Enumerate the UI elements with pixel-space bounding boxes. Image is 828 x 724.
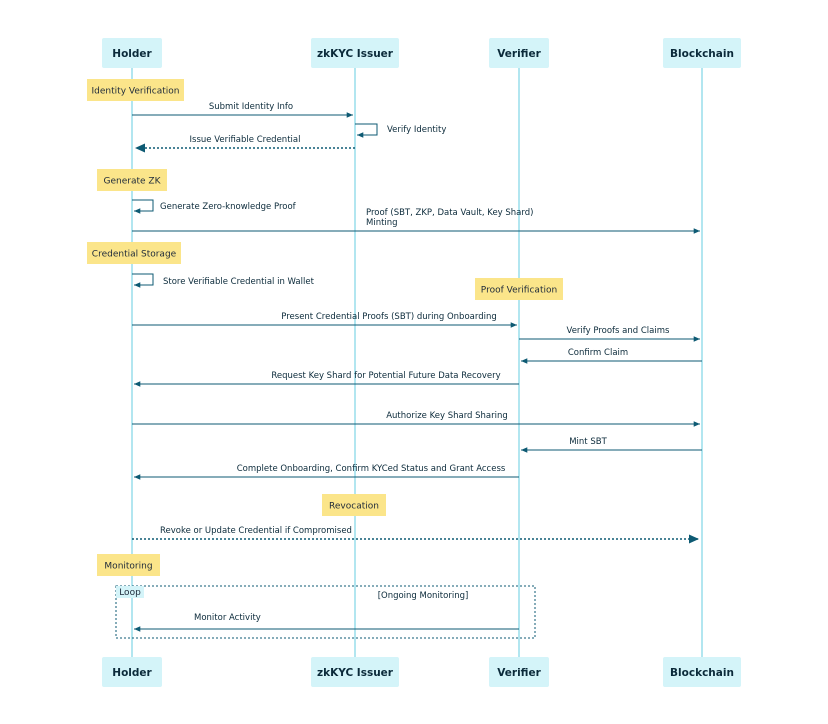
message-label: Issue Verifiable Credential <box>190 135 301 145</box>
message-label: Confirm Claim <box>568 348 628 358</box>
message-label: Request Key Shard for Potential Future D… <box>271 371 500 381</box>
note-label: Revocation <box>329 502 379 512</box>
actor-blockchain-top: Blockchain <box>663 38 741 68</box>
note-identity-verification: Identity Verification <box>87 79 184 101</box>
message-present-credential-proofs: Present Credential Proofs (SBT) during O… <box>132 312 517 328</box>
message-label: Verify Identity <box>387 125 446 135</box>
actor-label: Holder <box>112 667 152 679</box>
message-request-key-shard: Request Key Shard for Potential Future D… <box>134 371 519 387</box>
message-label: Present Credential Proofs (SBT) during O… <box>281 312 497 322</box>
actor-label: Verifier <box>497 667 541 679</box>
message-label: Submit Identity Info <box>209 102 293 112</box>
message-store-credential: Store Verifiable Credential in Wallet <box>132 273 315 288</box>
actor-issuer-bottom: zkKYC Issuer <box>311 657 399 687</box>
actor-blockchain-bottom: Blockchain <box>663 657 741 687</box>
message-mint-sbt: Mint SBT <box>521 437 702 453</box>
message-confirm-claim: Confirm Claim <box>521 348 702 364</box>
actor-label: Blockchain <box>670 48 734 60</box>
note-label: Identity Verification <box>92 87 180 97</box>
note-label: Generate ZK <box>104 177 162 187</box>
message-submit-identity-info: Submit Identity Info <box>132 102 353 118</box>
loop-condition: [Ongoing Monitoring] <box>378 591 469 601</box>
actor-label: Blockchain <box>670 667 734 679</box>
message-label: Proof (SBT, ZKP, Data Vault, Key Shard) <box>366 208 533 218</box>
actor-label: zkKYC Issuer <box>317 667 394 679</box>
message-arrow <box>132 273 154 288</box>
message-label: Mint SBT <box>569 437 607 447</box>
note-label: Credential Storage <box>92 250 177 260</box>
message-verify-proofs-claims: Verify Proofs and Claims <box>519 326 700 342</box>
note-revocation: Revocation <box>322 494 386 516</box>
actor-holder-top: Holder <box>102 38 162 68</box>
loop-label: Loop <box>119 588 141 598</box>
loop-frame: Loop [Ongoing Monitoring] <box>115 585 536 639</box>
actor-label: Holder <box>112 48 152 60</box>
message-complete-onboarding: Complete Onboarding, Confirm KYCed Statu… <box>134 464 519 480</box>
actor-label: zkKYC Issuer <box>317 48 394 60</box>
message-label-line2: Minting <box>366 218 398 228</box>
actor-verifier-bottom: Verifier <box>489 657 549 687</box>
note-label: Proof Verification <box>481 286 557 296</box>
message-monitor-activity: Monitor Activity <box>134 613 519 632</box>
message-label: Authorize Key Shard Sharing <box>386 411 508 421</box>
actor-holder-bottom: Holder <box>102 657 162 687</box>
message-label: Verify Proofs and Claims <box>567 326 670 336</box>
actor-issuer-top: zkKYC Issuer <box>311 38 399 68</box>
message-label: Monitor Activity <box>194 613 261 623</box>
actor-label: Verifier <box>497 48 541 60</box>
message-arrow <box>355 123 378 138</box>
message-label: Revoke or Update Credential if Compromis… <box>160 526 352 536</box>
note-credential-storage: Credential Storage <box>87 242 181 264</box>
message-authorize-key-shard: Authorize Key Shard Sharing <box>132 411 700 427</box>
message-revoke-update: Revoke or Update Credential if Compromis… <box>132 526 699 544</box>
actor-verifier-top: Verifier <box>489 38 549 68</box>
message-generate-zero-knowledge-proof: Generate Zero-knowledge Proof <box>132 199 297 214</box>
message-label: Generate Zero-knowledge Proof <box>160 202 297 212</box>
note-label: Monitoring <box>104 562 152 572</box>
note-proof-verification: Proof Verification <box>475 278 563 300</box>
message-label: Complete Onboarding, Confirm KYCed Statu… <box>237 464 506 474</box>
note-monitoring: Monitoring <box>97 554 160 576</box>
message-proof-minting: Proof (SBT, ZKP, Data Vault, Key Shard) … <box>132 208 700 234</box>
message-arrow <box>132 199 154 214</box>
message-issue-verifiable-credential: Issue Verifiable Credential <box>135 135 355 153</box>
message-verify-identity: Verify Identity <box>355 123 446 138</box>
message-label: Store Verifiable Credential in Wallet <box>163 277 315 287</box>
note-generate-zk: Generate ZK <box>97 169 167 191</box>
